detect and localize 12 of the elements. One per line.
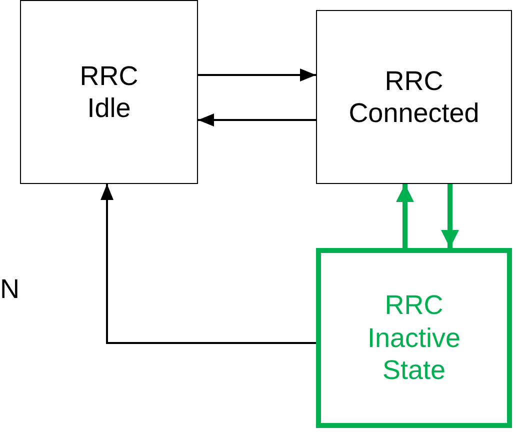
state-label: RRC Idle [78, 60, 140, 124]
arrow [441, 184, 459, 248]
arrow [198, 114, 316, 126]
text-label: N [0, 274, 20, 305]
state-label: RRC Connected [348, 64, 480, 130]
arrow [100, 184, 316, 344]
arrow [198, 68, 316, 82]
state-box [316, 10, 512, 184]
state-box [316, 248, 512, 428]
state-box [20, 0, 198, 184]
state-label: RRC Inactive State [366, 289, 462, 387]
arrow [396, 184, 414, 248]
